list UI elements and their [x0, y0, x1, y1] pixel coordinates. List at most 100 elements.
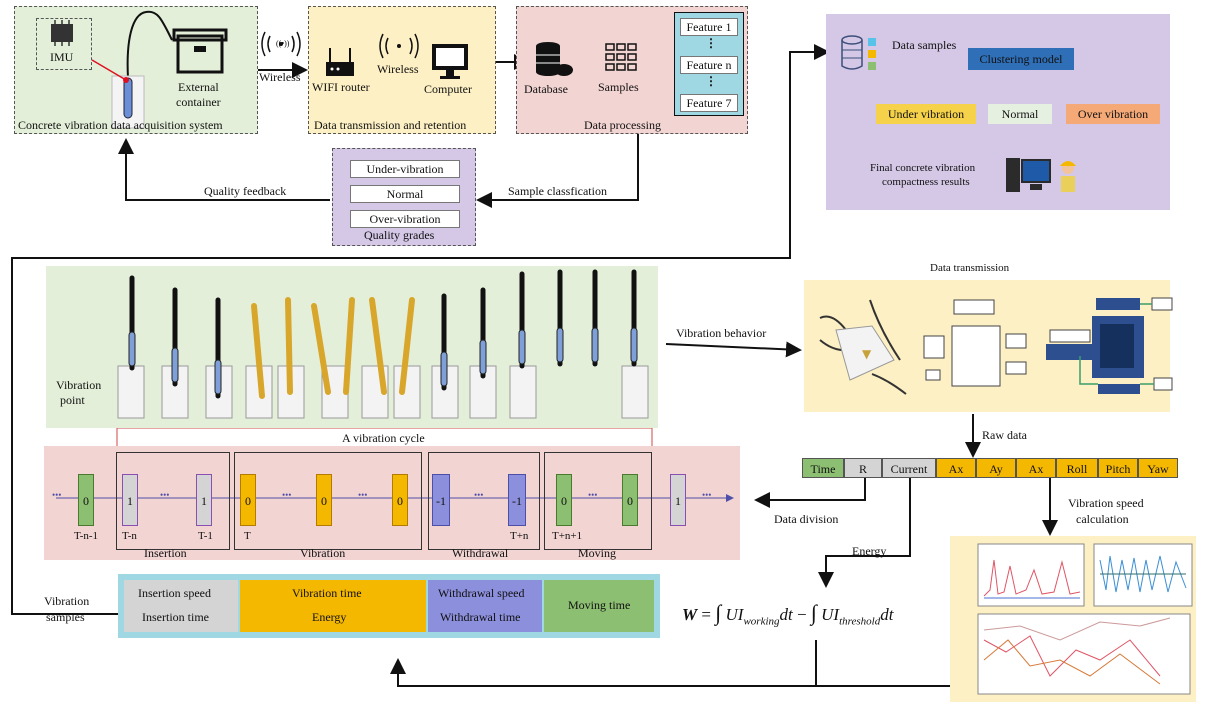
raw-col-ax-1: Ax [936, 458, 976, 478]
tick-t: T [244, 530, 251, 542]
wireless-label-2: Wireless [377, 62, 419, 76]
energy-cell: Energy [312, 610, 347, 624]
quality-grades-caption: Quality grades [364, 228, 435, 242]
vibration-point-line2: point [60, 393, 85, 407]
tick-t-n-1: T-n-1 [74, 530, 99, 542]
grade-over: Over-vibration [350, 210, 460, 228]
raw-col-pitch: Pitch [1098, 458, 1138, 478]
cycle-cell-2: 1 [122, 474, 138, 526]
acquisition-caption: Concrete vibration data acquisition syst… [18, 118, 223, 132]
data-division-label: Data division [774, 512, 839, 526]
raw-col-ay: Ay [976, 458, 1016, 478]
phase-withdrawal: Withdrawal [452, 546, 509, 560]
samples-col-vibration [240, 580, 426, 632]
cycle-cell-3: 1 [196, 474, 212, 526]
normal-box: Normal [988, 104, 1052, 124]
moving-time: Moving time [568, 598, 631, 612]
samples-col-insertion [124, 580, 238, 632]
grade-normal: Normal [350, 185, 460, 203]
cycle-cell-4: 0 [240, 474, 256, 526]
formula-minus: − [797, 605, 807, 624]
withdrawal-time: Withdrawal time [440, 610, 521, 624]
energy-label: Energy [852, 544, 887, 558]
phase-insertion: Insertion [144, 546, 187, 560]
formula-sub-working: working [743, 615, 780, 628]
cycle-cell-5: 0 [316, 474, 332, 526]
cycle-cell-10: 0 [622, 474, 638, 526]
raw-col-time: Time [802, 458, 844, 478]
formula-ui-1: UI [725, 605, 744, 624]
cycle-dots-5: ••• [474, 490, 484, 500]
vibration-time: Vibration time [292, 586, 362, 600]
speed-calc-line1: Vibration speed [1068, 496, 1144, 510]
imu-label: IMU [50, 50, 74, 64]
over-vibration-box: Over vibration [1066, 104, 1160, 124]
cycle-cell-1: 0 [78, 474, 94, 526]
withdrawal-speed: Withdrawal speed [438, 586, 525, 600]
svg-text:((•)): ((•)) [276, 39, 290, 48]
cycle-cell-9: 0 [556, 474, 572, 526]
formula-dt-2: dt [880, 605, 894, 624]
cycle-dots-4: ••• [358, 490, 368, 500]
phase-withdrawal-frame [428, 452, 540, 550]
phase-moving-frame [544, 452, 652, 550]
phase-moving: Moving [578, 546, 617, 560]
svg-text:▼: ▼ [862, 347, 872, 361]
computer-label: Computer [424, 82, 472, 96]
data-transmission-label: Data transmission [930, 262, 1010, 274]
data-samples-label: Data samples [892, 38, 957, 52]
cycle-dots-7: ••• [702, 490, 712, 500]
feature-ellipsis-1: ⋮ [705, 36, 717, 50]
samples-col-moving [544, 580, 654, 632]
cycle-cell-11: 1 [670, 474, 686, 526]
raw-col-current: Current [882, 458, 936, 478]
under-vibration-box: Under vibration [876, 104, 976, 124]
tick-t-plus-n-1: T+n+1 [552, 530, 583, 542]
vibration-samples-line1: Vibration [44, 594, 90, 608]
formula-integral-2: ∫ [810, 600, 817, 625]
tick-t-n: T-n [122, 530, 137, 542]
quality-feedback-label: Quality feedback [204, 184, 287, 198]
phase-vibration: Vibration [300, 546, 346, 560]
cycle-dots-2: ••• [160, 490, 170, 500]
grade-under: Under-vibration [350, 160, 460, 178]
raw-col-yaw: Yaw [1138, 458, 1178, 478]
insertion-time: Insertion time [142, 610, 209, 624]
feature-n: Feature n [680, 56, 738, 74]
formula-sub-threshold: threshold [839, 615, 881, 628]
raw-col-roll: Roll [1056, 458, 1098, 478]
samples-col-withdrawal [428, 580, 542, 632]
phase-insertion-frame [116, 452, 230, 550]
vibration-point-strip [46, 266, 658, 428]
phase-vibration-frame [234, 452, 422, 550]
formula-ui-2: UI [821, 605, 840, 624]
vibration-samples-line2: samples [46, 610, 85, 624]
cycle-dots-6: ••• [588, 490, 598, 500]
transmission-caption: Data transmission and retention [314, 118, 467, 132]
cycle-dots-1: ••• [52, 490, 62, 500]
raw-data-label: Raw data [982, 428, 1027, 442]
samples-label: Samples [598, 80, 639, 94]
feature-ellipsis-2: ⋮ [705, 74, 717, 88]
sample-classification-label: Sample classfication [508, 184, 607, 198]
energy-formula: W = ∫ UIworkingdt − ∫ UIthresholddt [682, 600, 893, 627]
final-results-line1: Final concrete vibration [870, 162, 976, 174]
wireless-label-1: Wireless [259, 70, 301, 84]
vibration-cycle-label: A vibration cycle [342, 431, 425, 445]
imu-box [36, 18, 92, 70]
tick-t-1: T-1 [198, 530, 213, 542]
vibration-behavior-label: Vibration behavior [676, 326, 767, 340]
cycle-cell-6: 0 [392, 474, 408, 526]
formula-eq: = [701, 605, 711, 624]
